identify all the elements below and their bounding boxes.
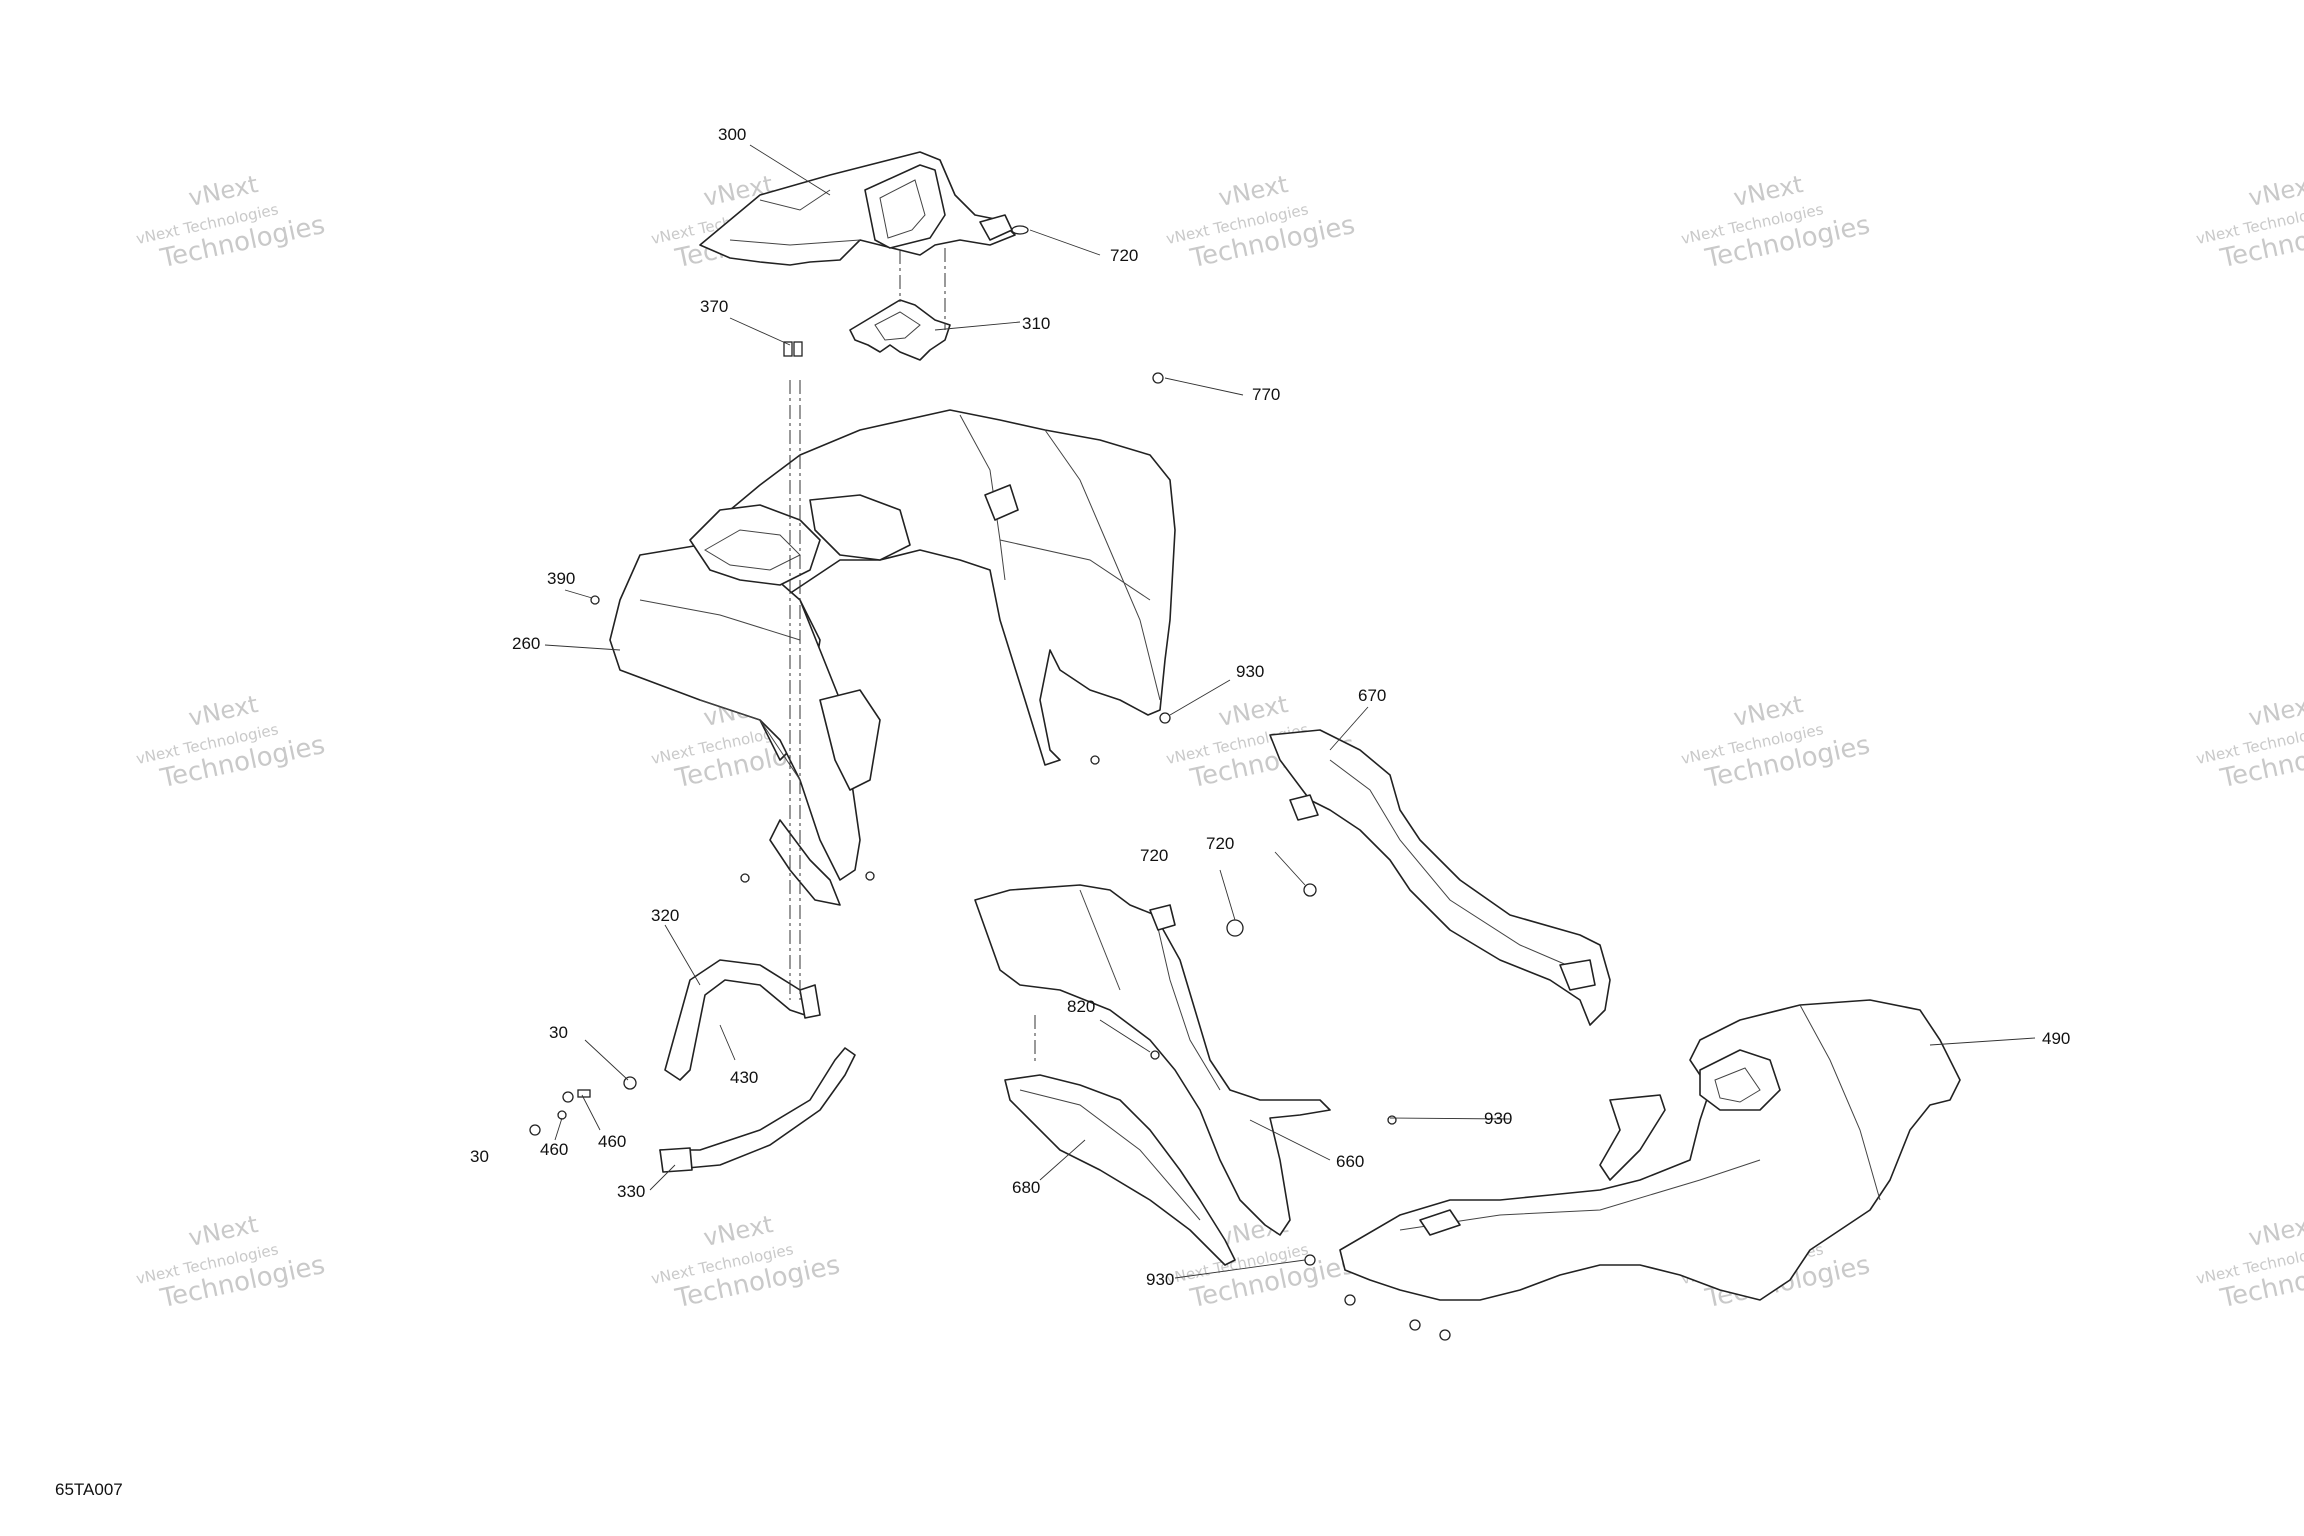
callout-300: 300 (718, 125, 746, 144)
callout-720-left: 720 (1140, 846, 1168, 865)
watermark-text: vNext (2246, 1210, 2304, 1252)
part-260-front-fascia (609, 409, 1176, 906)
watermark-text: vNext (2246, 690, 2304, 732)
part-330-bumper-lower (659, 1047, 856, 1173)
callout-460-right: 460 (598, 1132, 626, 1151)
figure-code: 65TA007 (55, 1480, 123, 1499)
callout-680: 680 (1012, 1178, 1040, 1197)
callout-30-upper: 30 (549, 1023, 568, 1042)
callout-labels: 300 720 370 310 770 390 260 930 670 720 … (470, 125, 2070, 1289)
callout-930-bottom: 930 (1146, 1270, 1174, 1289)
callout-930-rear: 930 (1484, 1109, 1512, 1128)
callout-490: 490 (2042, 1029, 2070, 1048)
callout-820: 820 (1067, 997, 1095, 1016)
callout-30-lower: 30 (470, 1147, 489, 1166)
callout-720-right: 720 (1206, 834, 1234, 853)
part-660-side-panel (974, 884, 1331, 1236)
callout-720-top: 720 (1110, 246, 1138, 265)
callout-370: 370 (700, 297, 728, 316)
leader-lines (544, 144, 2036, 1279)
callout-660: 660 (1336, 1152, 1364, 1171)
callout-770: 770 (1252, 385, 1280, 404)
callout-390: 390 (547, 569, 575, 588)
part-300-housing (699, 151, 1016, 266)
callout-260: 260 (512, 634, 540, 653)
part-670-rail (1269, 729, 1611, 1026)
callout-320: 320 (651, 906, 679, 925)
callout-330: 330 (617, 1182, 645, 1201)
watermark-text: vNext (2246, 170, 2304, 212)
part-490-rear-body (1339, 999, 1961, 1301)
callout-460-left: 460 (540, 1140, 568, 1159)
part-320-bumper (664, 959, 821, 1081)
assembly-lines (789, 248, 1036, 1065)
callout-430: 430 (730, 1068, 758, 1087)
callout-930-mid: 930 (1236, 662, 1264, 681)
part-310-bracket (849, 299, 951, 361)
callout-310: 310 (1022, 314, 1050, 333)
callout-670: 670 (1358, 686, 1386, 705)
part-680-lower-panel (1004, 1074, 1236, 1266)
